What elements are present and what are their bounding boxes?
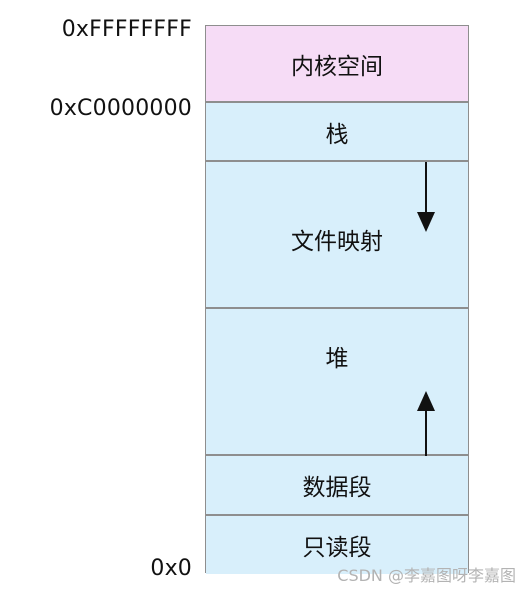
address-bottom-label: 0x0 [150, 556, 192, 581]
memory-layout-diagram: 内核空间 栈 文件映射 堆 数据段 只读段 [205, 25, 469, 574]
watermark: CSDN @李嘉图呀李嘉图 [337, 566, 516, 585]
segment-kernel-space: 内核空间 [206, 26, 468, 103]
segment-label: 数据段 [302, 475, 372, 501]
segment-label: 只读段 [302, 535, 372, 561]
segment-label: 内核空间 [291, 53, 383, 80]
address-top-label: 0xFFFFFFFF [61, 17, 192, 42]
arrow-down-icon [417, 162, 435, 232]
segment-read-only: 只读段 [206, 516, 468, 574]
segment-label: 文件映射 [291, 228, 383, 255]
address-kernel-start-label: 0xC0000000 [49, 96, 192, 121]
segment-label: 栈 [325, 121, 349, 148]
segment-data: 数据段 [206, 456, 468, 516]
segment-heap: 堆 [206, 309, 468, 459]
segment-stack: 栈 [206, 103, 468, 162]
arrow-up-icon [417, 391, 435, 459]
segment-label: 堆 [325, 345, 349, 372]
segment-file-mapping: 文件映射 [206, 162, 468, 309]
